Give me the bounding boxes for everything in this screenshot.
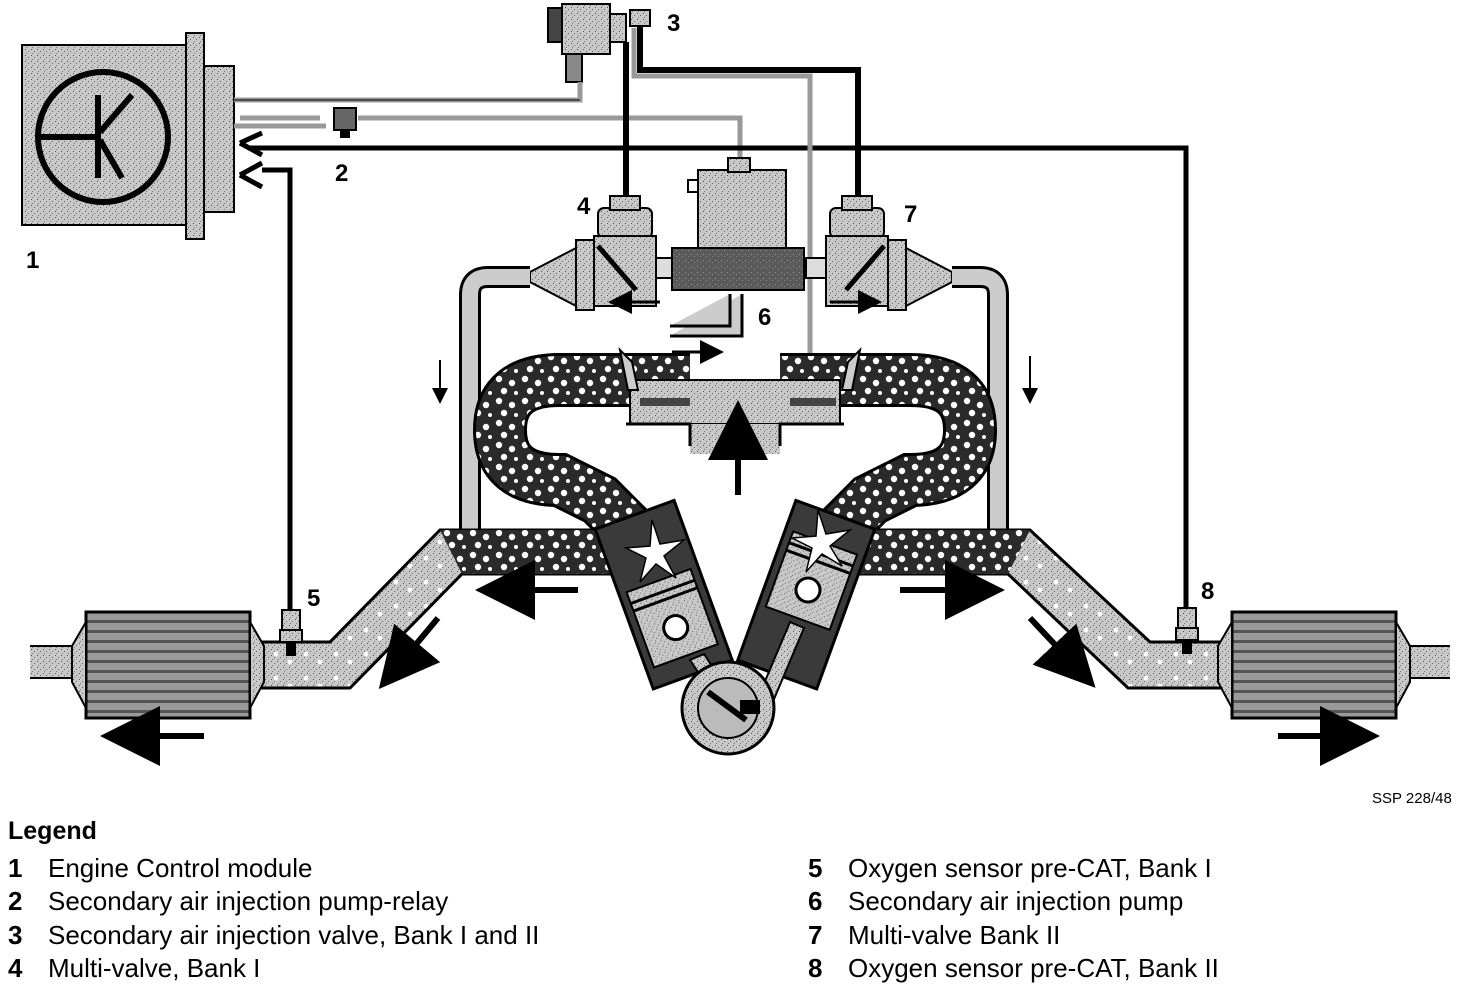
callout-1: 1 [26,247,40,274]
oxygen-sensor-bank-1 [279,609,303,656]
callout-2: 2 [335,160,349,187]
multi-valve-bank-2 [805,195,953,314]
secondary-air-pump [670,157,805,364]
callout-8: 8 [1201,578,1215,605]
legend-title: Legend [8,817,97,845]
air-pipes [432,266,1038,530]
intake-manifold [472,346,998,560]
engine-cylinders [593,498,877,756]
reference-code: SSP 228/48 [1372,790,1452,807]
callout-7: 7 [904,201,918,228]
exhaust-bank-1 [30,528,622,766]
control-lines [234,26,1189,612]
secondary-air-system-diagram [21,3,1450,766]
callout-3: 3 [667,10,681,37]
callout-6: 6 [758,304,772,331]
multi-valve-bank-1 [529,195,673,314]
oxygen-sensor-bank-2 [1175,607,1199,654]
pump-relay-icon [333,107,357,138]
engine-control-module [21,32,235,240]
secondary-air-valve [547,3,651,83]
callout-4: 4 [577,193,591,220]
exhaust-bank-2 [848,528,1450,766]
wire-arrows [238,130,264,190]
callout-5: 5 [307,585,321,612]
